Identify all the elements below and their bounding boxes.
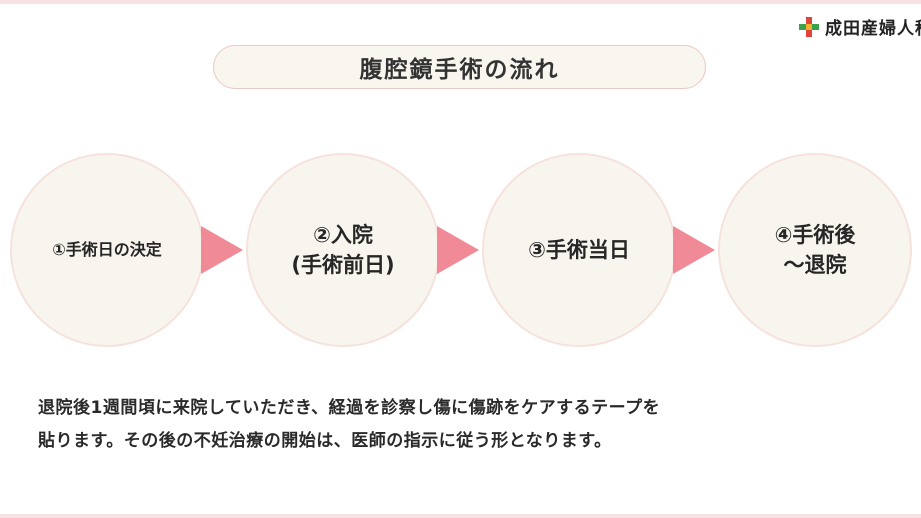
- description-line-1: 退院後1週間頃に来院していただき、経過を診察し傷に傷跡をケアするテープを: [38, 398, 661, 418]
- clinic-name: 成田産婦人科: [825, 19, 921, 39]
- step-2-circle: ②入院 (手術前日): [246, 153, 440, 347]
- arrow-right-icon: [673, 226, 715, 274]
- step-1-circle: ①手術日の決定: [10, 153, 204, 347]
- arrow-right-icon: [201, 226, 243, 274]
- step-4-circle: ④手術後 ～退院: [718, 153, 912, 347]
- page-title: 腹腔鏡手術の流れ: [213, 45, 706, 89]
- arrow-right-icon: [437, 226, 479, 274]
- step-1-label: ①手術日の決定: [52, 240, 162, 260]
- top-border: [0, 0, 921, 4]
- description-text: 退院後1週間頃に来院していただき、経過を診察し傷に傷跡をケアするテープを 貼りま…: [38, 392, 898, 458]
- cross-logo-icon: [799, 16, 819, 37]
- clinic-logo: 成田産婦人科: [799, 14, 921, 39]
- bottom-border: [0, 514, 921, 518]
- step-3-label: ③手術当日: [528, 237, 630, 262]
- step-2-label: ②入院 (手術前日): [291, 222, 395, 277]
- step-4-label: ④手術後 ～退院: [774, 222, 856, 277]
- description-line-2: 貼ります。その後の不妊治療の開始は、医師の指示に従う形となります。: [38, 431, 612, 451]
- step-3-circle: ③手術当日: [482, 153, 676, 347]
